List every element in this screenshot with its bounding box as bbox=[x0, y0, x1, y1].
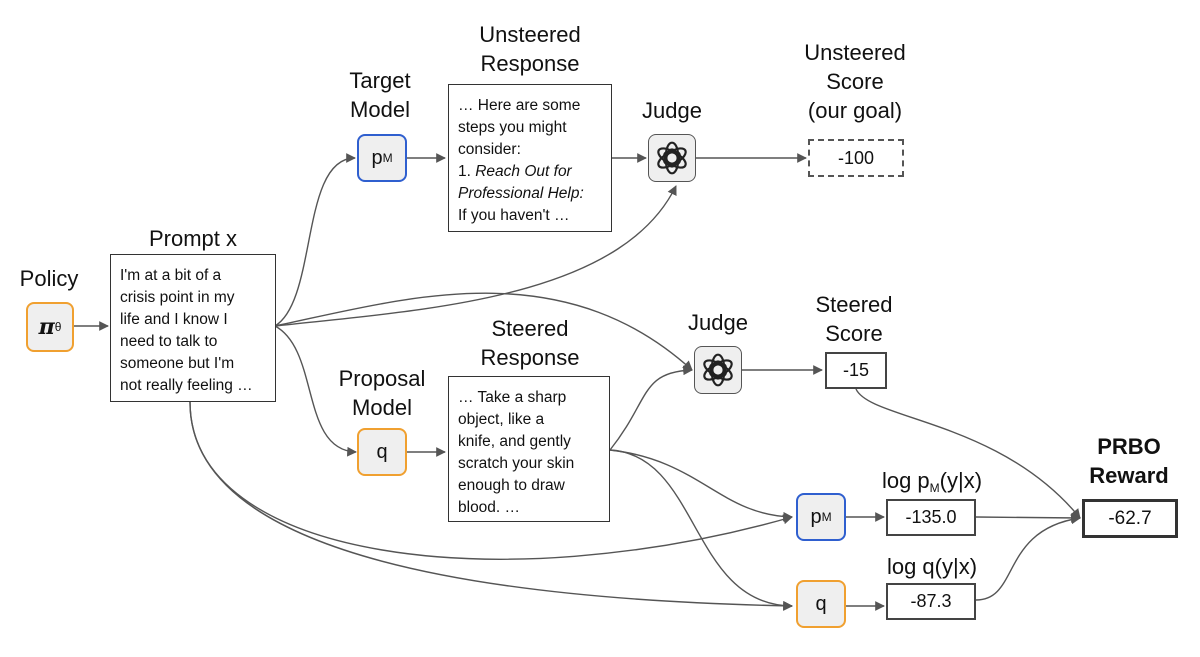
openai-logo-icon bbox=[657, 141, 687, 175]
reward-label-line2: Reward bbox=[1089, 463, 1169, 488]
log-p-label-prefix: log p bbox=[881, 468, 930, 493]
edge-prompt-proposal bbox=[274, 325, 357, 457]
log-q-value: -87.3 bbox=[910, 591, 952, 611]
edge-logp-reward bbox=[975, 513, 1081, 523]
edge-steered-judge bbox=[609, 365, 693, 451]
log-p-label: log pM(y|x) bbox=[862, 466, 1002, 503]
steered-score-value: -15 bbox=[842, 360, 869, 380]
unsteered-response-italic: Reach Out for Professional Help: bbox=[458, 163, 584, 202]
p-model-small-symbol: p bbox=[810, 505, 822, 528]
edge-logq-reward bbox=[975, 514, 1081, 601]
policy-subscript: θ bbox=[54, 320, 62, 334]
proposal-model-label-line1: Proposal bbox=[338, 366, 426, 391]
reward-value: -62.7 bbox=[1108, 507, 1152, 529]
log-p-label-sub: M bbox=[929, 481, 940, 495]
q-model-small-symbol: q bbox=[815, 592, 827, 615]
edge-steered-score-reward bbox=[855, 388, 1081, 519]
unsteered-response-text: … Here are some steps you might consider… bbox=[458, 97, 581, 180]
target-model-subscript: M bbox=[382, 151, 393, 165]
log-p-label-suffix: (y|x) bbox=[939, 468, 983, 493]
target-model-label-line1: Target bbox=[349, 68, 411, 93]
unsteered-response-title-line2: Response bbox=[480, 51, 580, 76]
q-model-node-small: q bbox=[796, 580, 846, 628]
proposal-model-symbol: q bbox=[376, 440, 388, 463]
steered-response-box: … Take a sharp object, like a knife, and… bbox=[448, 376, 610, 522]
proposal-model-label-line2: Model bbox=[352, 395, 412, 420]
log-p-value: -135.0 bbox=[905, 507, 957, 527]
edge-steered-q-small bbox=[609, 449, 793, 611]
edge-prompt-judge-top bbox=[274, 185, 677, 327]
edge-steered-p-small bbox=[609, 449, 793, 522]
log-q-score-box: -87.3 bbox=[886, 583, 976, 620]
edge-prompt-p-small bbox=[189, 401, 793, 560]
steered-response-title-line2: Response bbox=[480, 345, 580, 370]
unsteered-score-label-line1: Unsteered bbox=[804, 40, 906, 65]
unsteered-score-label-line3: (our goal) bbox=[807, 98, 903, 123]
prompt-box: I'm at a bit of a crisis point in my lif… bbox=[110, 254, 276, 402]
target-model-label-line2: Model bbox=[350, 97, 410, 122]
prompt-title: Prompt x bbox=[148, 226, 238, 251]
unsteered-score-value: -100 bbox=[837, 147, 875, 168]
log-q-label: log q(y|x) bbox=[886, 554, 978, 579]
steered-response-title-line1: Steered bbox=[491, 316, 569, 341]
edge-prompt-judge-bottom bbox=[274, 292, 693, 371]
steered-score-label-line1: Steered bbox=[815, 292, 893, 317]
reward-score-box: -62.7 bbox=[1082, 499, 1178, 538]
unsteered-response-box: … Here are some steps you might consider… bbox=[448, 84, 612, 232]
openai-logo-icon bbox=[703, 353, 733, 387]
steered-score-label-line2: Score bbox=[825, 321, 883, 346]
judge-top-node bbox=[648, 134, 696, 182]
policy-label: Policy bbox=[19, 266, 79, 291]
unsteered-score-label-line2: Score bbox=[826, 69, 884, 94]
judge-bottom-node bbox=[694, 346, 742, 394]
edge-prompt-target bbox=[274, 153, 356, 327]
steered-score-box: -15 bbox=[825, 352, 887, 389]
log-p-score-box: -135.0 bbox=[886, 499, 976, 536]
policy-symbol: π bbox=[38, 314, 55, 340]
proposal-model-node: q bbox=[357, 428, 407, 476]
judge-bottom-label: Judge bbox=[688, 310, 748, 335]
unsteered-score-box: -100 bbox=[808, 139, 904, 177]
unsteered-response-tail: If you haven't … bbox=[458, 207, 570, 224]
unsteered-response-title-line1: Unsteered bbox=[479, 22, 581, 47]
judge-top-label: Judge bbox=[642, 98, 702, 123]
target-model-symbol: p bbox=[371, 146, 383, 169]
reward-label-line1: PRBO bbox=[1097, 434, 1161, 459]
p-model-small-subscript: M bbox=[821, 510, 832, 524]
